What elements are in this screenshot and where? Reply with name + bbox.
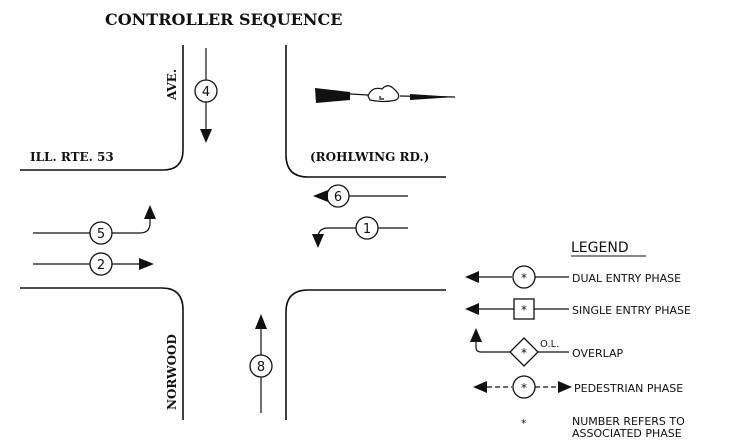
phase-5-number: 5: [97, 227, 105, 242]
legend-dual-entry: * DUAL ENTRY PHASE: [465, 265, 681, 289]
phase-2-arrowhead-icon: [139, 258, 154, 270]
dual-entry-mark: *: [521, 271, 527, 285]
label-norwood: NORWOOD: [165, 334, 179, 410]
legend-title: LEGEND: [571, 240, 629, 256]
legend: LEGEND * DUAL ENTRY PHASE * SINGLE ENTRY…: [465, 240, 691, 440]
diagram-title: CONTROLLER SEQUENCE: [105, 10, 342, 29]
phase-6-movement: 6: [313, 184, 408, 208]
phase-8-number: 8: [257, 360, 265, 375]
curb-southeast: [285, 289, 446, 420]
dual-entry-label: DUAL ENTRY PHASE: [572, 272, 681, 285]
single-entry-mark: *: [521, 303, 527, 317]
dual-entry-arrowhead-icon: [465, 271, 479, 283]
pedestrian-label: PEDESTRIAN PHASE: [574, 382, 683, 395]
note-line-1: NUMBER REFERS TO: [572, 415, 685, 428]
phase-1-number: 1: [363, 222, 371, 237]
curb-southwest: [20, 287, 184, 420]
note-mark: *: [521, 417, 527, 430]
phase-4-number: 4: [202, 85, 210, 100]
pedestrian-mark: *: [521, 381, 527, 395]
note-line-2: ASSOCIATED PHASE: [572, 427, 682, 440]
phase-4-arrowhead-icon: [200, 129, 212, 143]
phase-6-arrowhead-icon: [313, 190, 328, 202]
intersection-roads: [20, 45, 446, 420]
phase-8-arrowhead-icon: [255, 314, 267, 329]
phase-4-movement: 4: [194, 48, 218, 143]
overlap-diamond-icon: [509, 337, 539, 367]
overlap-label: OVERLAP: [572, 347, 623, 360]
phase-8-movement: 8: [249, 314, 273, 413]
overlap-ol-label: O.L.: [540, 339, 559, 350]
legend-single-entry: * SINGLE ENTRY PHASE: [465, 298, 691, 320]
pedestrian-left-arrowhead-icon: [473, 381, 487, 393]
curb-northeast: [285, 45, 446, 178]
north-arrow-icon: [315, 85, 456, 103]
phase-6-number: 6: [334, 190, 342, 205]
single-entry-label: SINGLE ENTRY PHASE: [572, 304, 691, 317]
legend-overlap: * O.L. OVERLAP: [470, 328, 623, 367]
legend-pedestrian: * PEDESTRIAN PHASE: [473, 375, 683, 399]
phase-1-movement: 1: [312, 216, 408, 248]
label-ave: AVE.: [165, 69, 179, 101]
single-entry-arrowhead-icon: [465, 303, 479, 315]
phase-2-number: 2: [97, 258, 105, 273]
phase-5-movement: 5: [33, 205, 156, 245]
phase-5-arrowhead-icon: [144, 205, 156, 219]
overlap-arrowhead-icon: [470, 328, 482, 342]
label-rohlwing-rd: (ROHLWING RD.): [310, 150, 429, 164]
phase-1-arrowhead-icon: [312, 234, 324, 248]
label-ill-rte-53: ILL. RTE. 53: [30, 150, 114, 164]
curb-northwest: [20, 45, 184, 171]
phase-2-movement: 2: [33, 252, 154, 276]
pedestrian-right-arrowhead-icon: [558, 381, 572, 393]
overlap-mark: *: [521, 346, 527, 360]
